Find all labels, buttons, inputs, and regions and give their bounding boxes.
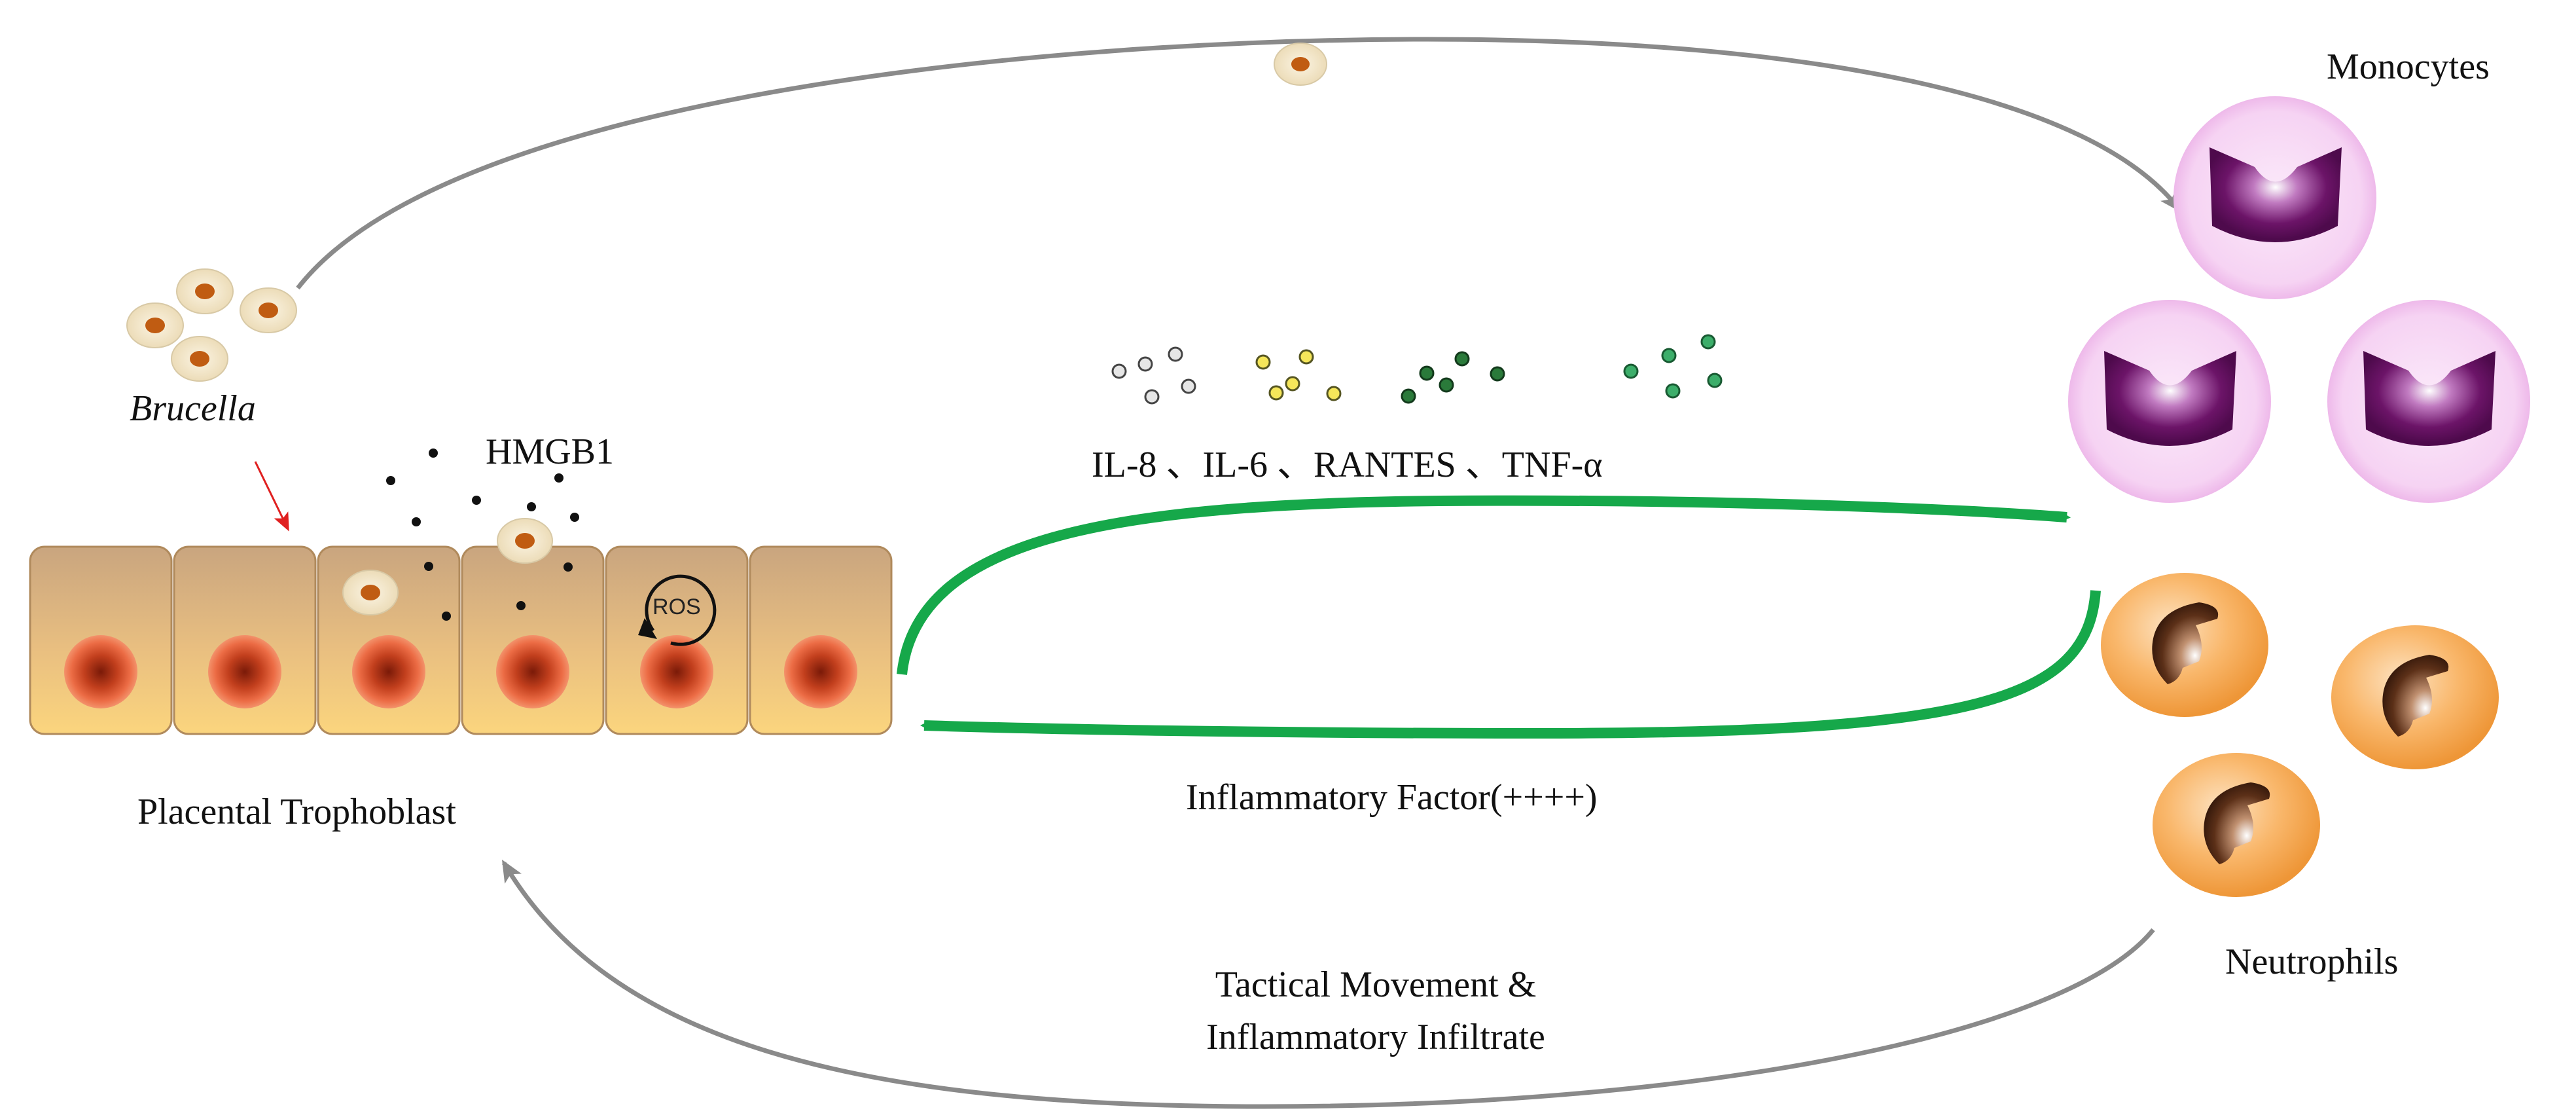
cytokine-particle-icon xyxy=(1454,351,1470,367)
trophoblast-layer xyxy=(29,545,893,735)
trophoblast-cell-icon xyxy=(29,545,173,735)
ros-cycle-icon xyxy=(638,574,717,646)
cytokine-group-il6 xyxy=(1255,349,1342,401)
hmgb1-particle-icon xyxy=(412,517,421,526)
neutrophils-label: Neutrophils xyxy=(2225,942,2398,982)
brucella-label: Brucella xyxy=(130,388,256,429)
neutrophil-icon xyxy=(2101,573,2268,717)
monocytes-group xyxy=(2068,96,2530,503)
cytokine-particle-icon xyxy=(1144,389,1160,405)
neutrophil-icon xyxy=(2331,625,2499,769)
cytokine-particles xyxy=(1111,334,1723,405)
monocyte-icon xyxy=(2068,300,2271,503)
cytokine-particle-icon xyxy=(1268,385,1284,401)
hmgb1-particle-icon xyxy=(386,476,395,485)
cytokine-particle-icon xyxy=(1255,354,1271,370)
cytokine-group-tnfa xyxy=(1623,334,1723,399)
hmgb1-particle-icon xyxy=(424,562,433,571)
cytokine-particle-icon xyxy=(1439,377,1454,393)
brucella-bacterium-icon xyxy=(176,268,234,314)
brucella-cluster xyxy=(126,43,1327,615)
cytokine-particle-icon xyxy=(1298,349,1314,365)
cytokine-particle-icon xyxy=(1285,376,1300,392)
cytokine-particle-icon xyxy=(1665,383,1681,399)
brucella-bacterium-icon xyxy=(126,302,184,348)
brucella-bacterium-icon xyxy=(1274,43,1327,86)
cytokine-particle-icon xyxy=(1700,334,1716,350)
hmgb1-particle-icon xyxy=(472,496,481,505)
cytokine-particle-icon xyxy=(1419,365,1435,381)
cytokine-particle-icon xyxy=(1326,386,1342,401)
arc-neutrophils-to-trophoblast xyxy=(501,859,2155,1109)
cytokine-particle-icon xyxy=(1490,366,1505,382)
hmgb1-particle-icon xyxy=(527,502,536,511)
hmgb1-particle-icon xyxy=(516,601,526,610)
brucella-bacterium-icon xyxy=(240,287,297,333)
hmgb1-particles xyxy=(386,449,579,621)
monocyte-icon xyxy=(2174,96,2376,299)
cytokine-particle-icon xyxy=(1137,356,1153,372)
trophoblast-cell-icon xyxy=(173,545,317,735)
trophoblast-cell-icon xyxy=(749,545,893,735)
neutrophils-group xyxy=(2101,573,2499,897)
monocyte-icon xyxy=(2327,300,2530,503)
trophoblast-cell-icon xyxy=(605,545,749,735)
ros-label: ROS xyxy=(653,595,701,619)
movement-label-line2: Inflammatory Infiltrate xyxy=(1206,1017,1545,1057)
brucella-bacterium-icon xyxy=(497,518,553,564)
red-arrow-brucella-invasion xyxy=(254,461,289,532)
cytokine-particle-icon xyxy=(1707,373,1723,388)
arc-brucella-to-monocytes xyxy=(296,37,2182,290)
trophoblast-cell-icon xyxy=(461,545,605,735)
hmgb1-particle-icon xyxy=(442,612,451,621)
cytokine-group-rantes xyxy=(1401,351,1505,404)
placental-trophoblast-label: Placental Trophoblast xyxy=(137,792,456,832)
cytokine-particle-icon xyxy=(1111,363,1127,379)
hmgb1-particle-icon xyxy=(429,449,438,458)
cytokine-particle-icon xyxy=(1661,348,1677,363)
hmgb1-label: HMGB1 xyxy=(486,431,614,472)
cytokine-particle-icon xyxy=(1401,388,1416,404)
hmgb1-particle-icon xyxy=(564,562,573,572)
hmgb1-particle-icon xyxy=(554,473,564,483)
green-arrow-to-immune-cells xyxy=(897,495,2071,675)
cytokine-particle-icon xyxy=(1623,363,1639,379)
neutrophil-icon xyxy=(2153,753,2320,897)
hmgb1-particle-icon xyxy=(570,513,579,522)
movement-label-line1: Tactical Movement & xyxy=(1215,964,1537,1005)
cytokine-group-il8 xyxy=(1111,346,1196,405)
cytokines-label: IL-8 、IL-6 、RANTES 、TNF-α xyxy=(1092,445,1603,485)
brucella-bacterium-icon xyxy=(171,336,228,382)
cytokine-particle-icon xyxy=(1181,378,1196,394)
brucella-bacterium-icon xyxy=(342,570,399,615)
inflammatory-factor-label: Inflammatory Factor(++++) xyxy=(1186,777,1598,818)
green-arrow-to-trophoblast xyxy=(920,590,2101,739)
trophoblast-cell-icon xyxy=(317,545,461,735)
monocytes-label: Monocytes xyxy=(2327,46,2490,87)
cytokine-particle-icon xyxy=(1168,346,1183,362)
